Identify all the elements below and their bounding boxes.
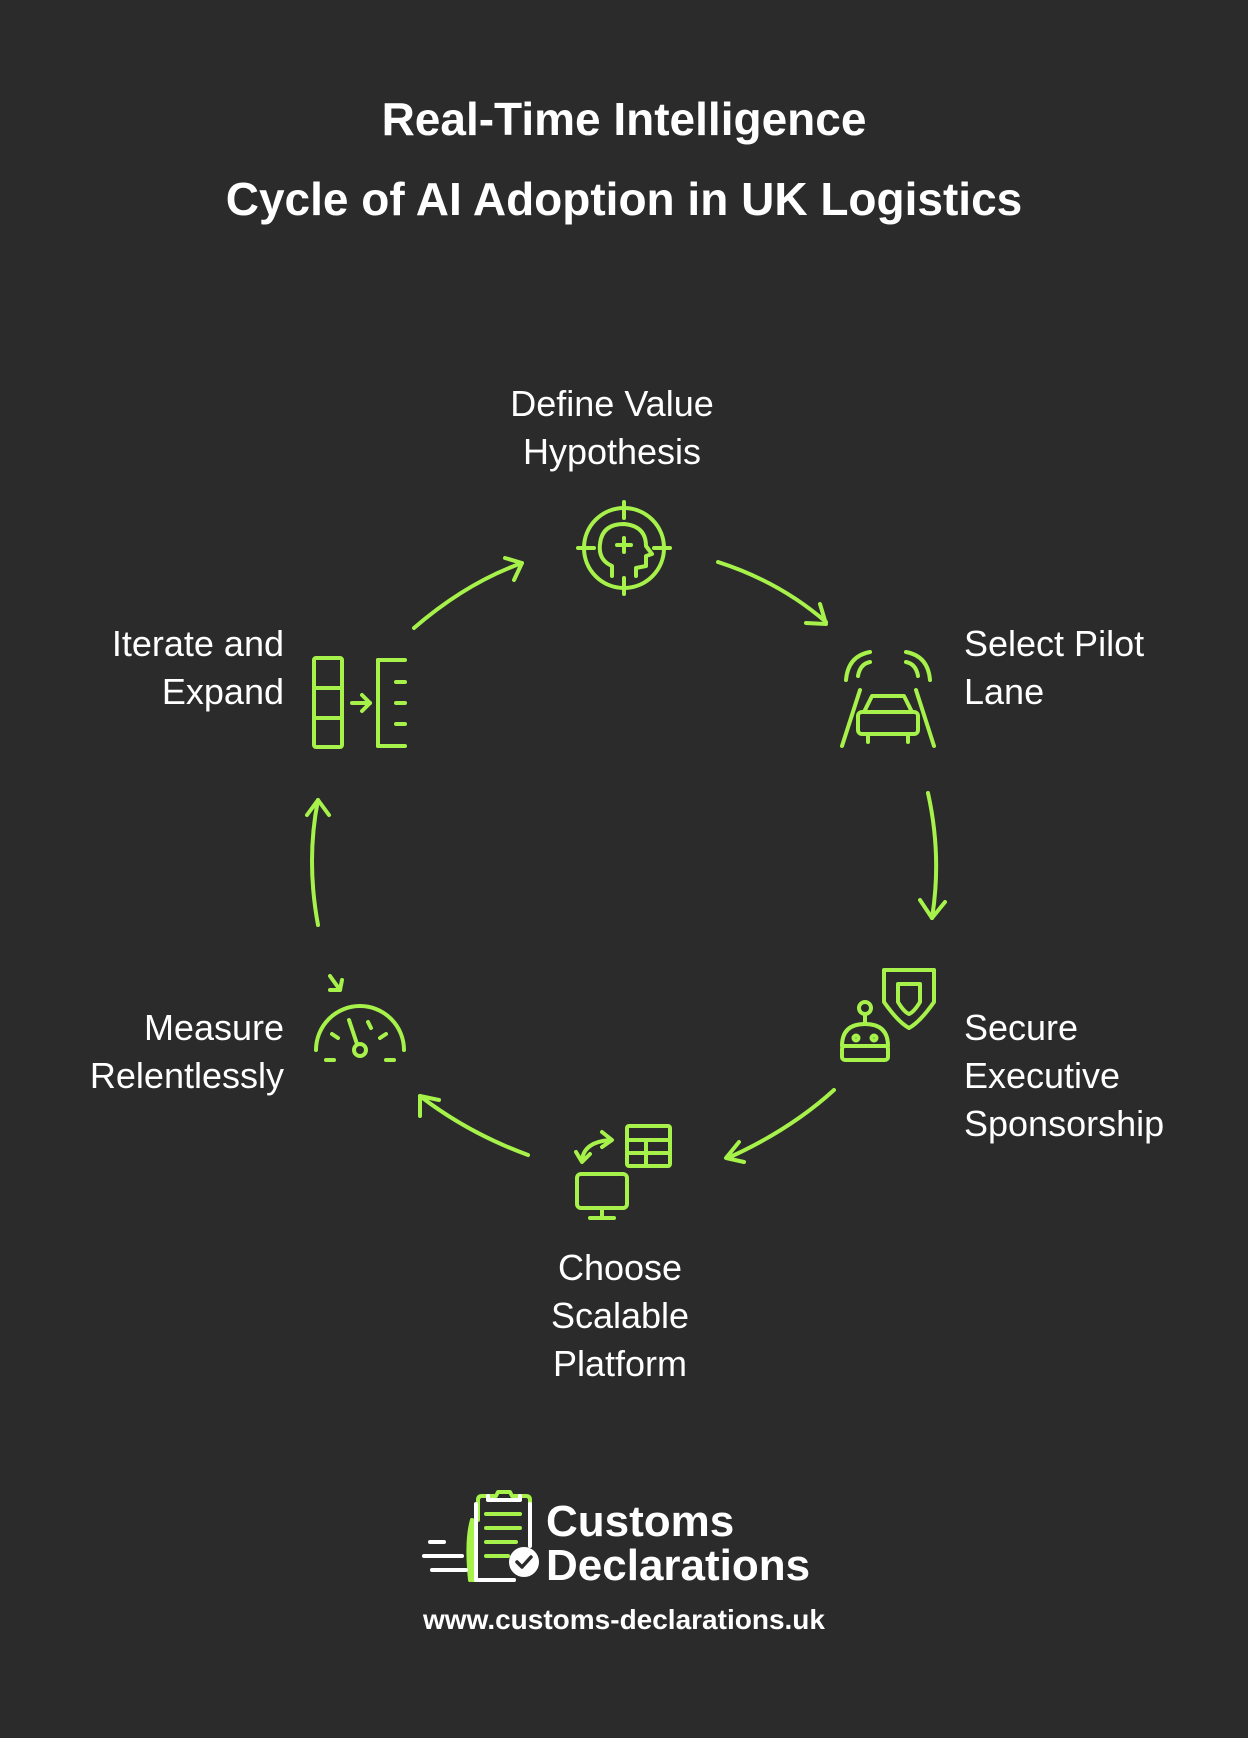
step-label-platform: Choose Scalable Platform bbox=[470, 1244, 770, 1388]
robot-shield-icon bbox=[840, 968, 936, 1062]
monitor-table-icon bbox=[574, 1124, 672, 1220]
car-lane-icon bbox=[840, 650, 936, 748]
clipboard-outline bbox=[474, 1502, 532, 1582]
cycle-arrow-1 bbox=[716, 560, 828, 626]
brand-name-line-2: Declarations bbox=[546, 1541, 811, 1590]
target-head-icon bbox=[576, 500, 672, 596]
title-line-2: Cycle of AI Adoption in UK Logistics bbox=[225, 173, 1023, 225]
step-label-line: Hypothesis bbox=[522, 431, 702, 472]
step-label-line: Scalable bbox=[550, 1295, 690, 1336]
cycle-arrow-5 bbox=[305, 798, 331, 927]
step-label-define: Define Value Hypothesis bbox=[462, 380, 762, 476]
step-label-pilot: Select Pilot Lane bbox=[964, 620, 1224, 716]
brand-name-line-1: Customs bbox=[546, 1497, 735, 1546]
cycle-arrow-4 bbox=[418, 1094, 530, 1157]
step-label-line: Iterate and bbox=[111, 623, 284, 664]
cycle-arrow-3 bbox=[724, 1088, 836, 1164]
step-label-line: Lane bbox=[964, 671, 1045, 712]
brand-url: www.customs-declarations.uk bbox=[423, 1604, 825, 1635]
step-label-line: Relentlessly bbox=[89, 1055, 284, 1096]
cycle-arrow-6 bbox=[412, 556, 524, 630]
title-line-1: Real-Time Intelligence bbox=[381, 93, 867, 145]
gauge-icon bbox=[314, 974, 406, 1062]
step-label-line: Secure bbox=[964, 1007, 1079, 1048]
step-label-line: Expand bbox=[161, 671, 284, 712]
step-label-line: Define Value bbox=[510, 383, 714, 424]
step-label-line: Sponsorship bbox=[964, 1103, 1165, 1144]
step-label-line: Choose bbox=[557, 1247, 683, 1288]
step-label-line: Executive bbox=[964, 1055, 1121, 1096]
columns-expand-icon bbox=[312, 656, 407, 749]
step-label-sponsor: Secure Executive Sponsorship bbox=[964, 1004, 1234, 1148]
cycle-arrow-2 bbox=[918, 791, 947, 920]
step-label-measure: Measure Relentlessly bbox=[24, 1004, 284, 1100]
clipboard-check-icon bbox=[422, 1490, 539, 1582]
step-label-line: Measure bbox=[143, 1007, 284, 1048]
step-label-line: Select Pilot bbox=[964, 623, 1145, 664]
step-label-iterate: Iterate and Expand bbox=[24, 620, 284, 716]
step-label-line: Platform bbox=[552, 1343, 688, 1384]
